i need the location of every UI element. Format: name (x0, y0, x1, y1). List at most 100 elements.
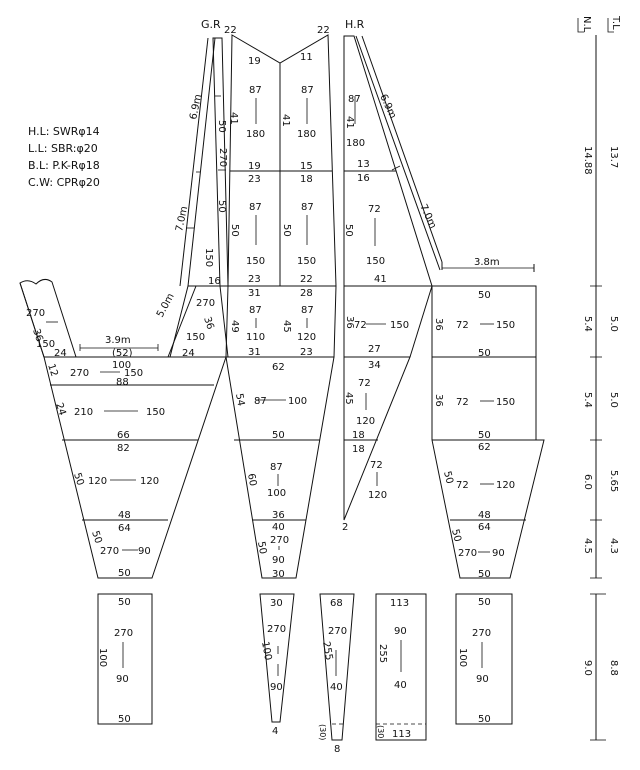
left-wing-24: 24 (54, 348, 67, 359)
hr-150: 150 (366, 256, 385, 267)
right-150b: 150 (496, 397, 515, 408)
gr-b-left-1: 87 (249, 85, 262, 96)
hr-top-87: 87 (348, 94, 361, 105)
right-150a: 150 (496, 320, 515, 331)
gr-d-left: 23 (248, 174, 261, 185)
hr-36: 36 (344, 316, 355, 329)
hr-72: 72 (368, 204, 381, 215)
hr-72d: 72 (370, 460, 383, 471)
gr-f-right: 22 (300, 274, 313, 285)
left-210: 210 (74, 407, 93, 418)
gr-b-left-2: 180 (246, 129, 265, 140)
hr-41: 41 (374, 274, 387, 285)
tl-header: T.L (610, 15, 621, 30)
nl-level-1: 14.88 (582, 146, 593, 175)
mid-40: 40 (272, 522, 285, 533)
cap3-270: 270 (328, 626, 347, 637)
gr-b-right-2: 180 (297, 129, 316, 140)
left-12: 12 (45, 363, 59, 379)
right-50e: 50 (449, 528, 463, 543)
nl-header: N.L (581, 16, 592, 33)
gr-g-right: 28 (300, 288, 313, 299)
gr-b-right-1: 87 (301, 85, 314, 96)
gr-h-right-1: 87 (301, 305, 314, 316)
right-column: 3.8m 50 36 72 150 50 36 72 150 50 62 50 … (431, 257, 545, 580)
gr-f-left: 23 (248, 274, 261, 285)
cap2-90: 90 (270, 682, 283, 693)
left-66: 66 (117, 430, 130, 441)
nl-level-6: 9.0 (582, 660, 593, 676)
hr-top-180: 180 (346, 138, 365, 149)
cap4-30: (30 (376, 725, 385, 738)
cap1-50a: 50 (118, 597, 131, 608)
cap2-100: 100 (259, 641, 273, 662)
hr-27: 27 (368, 344, 381, 355)
left-dim-52: (52) (112, 348, 133, 359)
gr-c-right: 15 (300, 161, 313, 172)
hr-header: H.R (345, 18, 365, 31)
left-150b: 150 (146, 407, 165, 418)
gr-top-left: 22 (224, 25, 237, 36)
hr-bottom: 2 (342, 522, 348, 533)
cap4-113b: 113 (392, 729, 411, 740)
nl-level-3: 5.4 (582, 392, 593, 408)
cap1-270: 270 (114, 628, 133, 639)
nl-level-4: 6.0 (582, 474, 593, 490)
mid-270: 270 (270, 535, 289, 546)
gr-h-right-2: 120 (297, 332, 316, 343)
hr-16: 16 (357, 173, 370, 184)
hr-top-41: 41 (344, 116, 355, 129)
tl-level-3: 5.0 (608, 392, 619, 408)
gr-side-49: 49 (229, 320, 240, 333)
left-270b: 270 (100, 546, 119, 557)
left-24: 24 (53, 402, 67, 418)
hr-section: 87 41 180 13 16 72 150 50 41 6.9m 7.0m 3… (342, 35, 443, 533)
right-120c: 120 (496, 480, 515, 491)
hr-45: 45 (343, 392, 354, 405)
gr-wing-270: 270 (196, 298, 215, 309)
gr-d-right: 18 (300, 174, 313, 185)
gr-diag-270: 270 (217, 148, 228, 167)
mid-50: 50 (272, 430, 285, 441)
gr-band: 31 28 87 110 87 120 49 45 31 23 (225, 285, 337, 358)
legend-cw: C.W: CPRφ20 (28, 176, 100, 189)
left-48: 48 (118, 510, 131, 521)
left-82: 82 (117, 443, 130, 454)
gr-wing-150: 150 (186, 332, 205, 343)
left-120a: 120 (88, 476, 107, 487)
right-72a: 72 (456, 320, 469, 331)
right-62: 62 (478, 442, 491, 453)
left-150: 150 (124, 368, 143, 379)
cap-5: 50 270 100 90 50 (455, 593, 513, 725)
tl-level-1: 13.7 (608, 146, 619, 168)
right-90: 90 (492, 548, 505, 559)
tl-level-2: 5.0 (608, 316, 619, 332)
mid-36: 36 (272, 510, 285, 521)
gr-dim-top: 6.9m (188, 93, 204, 120)
gr-top-right: 22 (317, 25, 330, 36)
left-50c: 50 (118, 568, 131, 579)
mid-62: 62 (272, 362, 285, 373)
right-72c: 72 (456, 480, 469, 491)
level-scale: 14.88 13.7 5.4 5.0 5.4 5.0 6.0 5.65 4.5 … (577, 18, 619, 741)
gr-a-left: 19 (248, 56, 261, 67)
hr-120c: 120 (356, 416, 375, 427)
cap1-90: 90 (116, 674, 129, 685)
mid-87b: 87 (270, 462, 283, 473)
mid-87: 87 (254, 396, 267, 407)
hr-120d: 120 (368, 490, 387, 501)
left-100: 100 (112, 360, 131, 371)
left-50: 50 (71, 472, 85, 488)
tl-level-5: 4.3 (608, 538, 619, 554)
nl-level-5: 4.5 (582, 538, 593, 554)
hr-72b: 72 (354, 320, 367, 331)
hr-13: 13 (357, 159, 370, 170)
right-50d: 50 (441, 470, 455, 485)
left-90: 90 (138, 546, 151, 557)
gr-wing-24: 24 (182, 348, 195, 359)
gr-dim-mid: 7.0m (174, 205, 190, 232)
cap3-68: 68 (330, 598, 343, 609)
mid-50b: 50 (255, 541, 268, 555)
gr-i-left: 31 (248, 347, 261, 358)
legend: H.L: SWRφ14 L.L: SBR:φ20 B.L: P.K-Rφ18 C… (28, 125, 100, 189)
